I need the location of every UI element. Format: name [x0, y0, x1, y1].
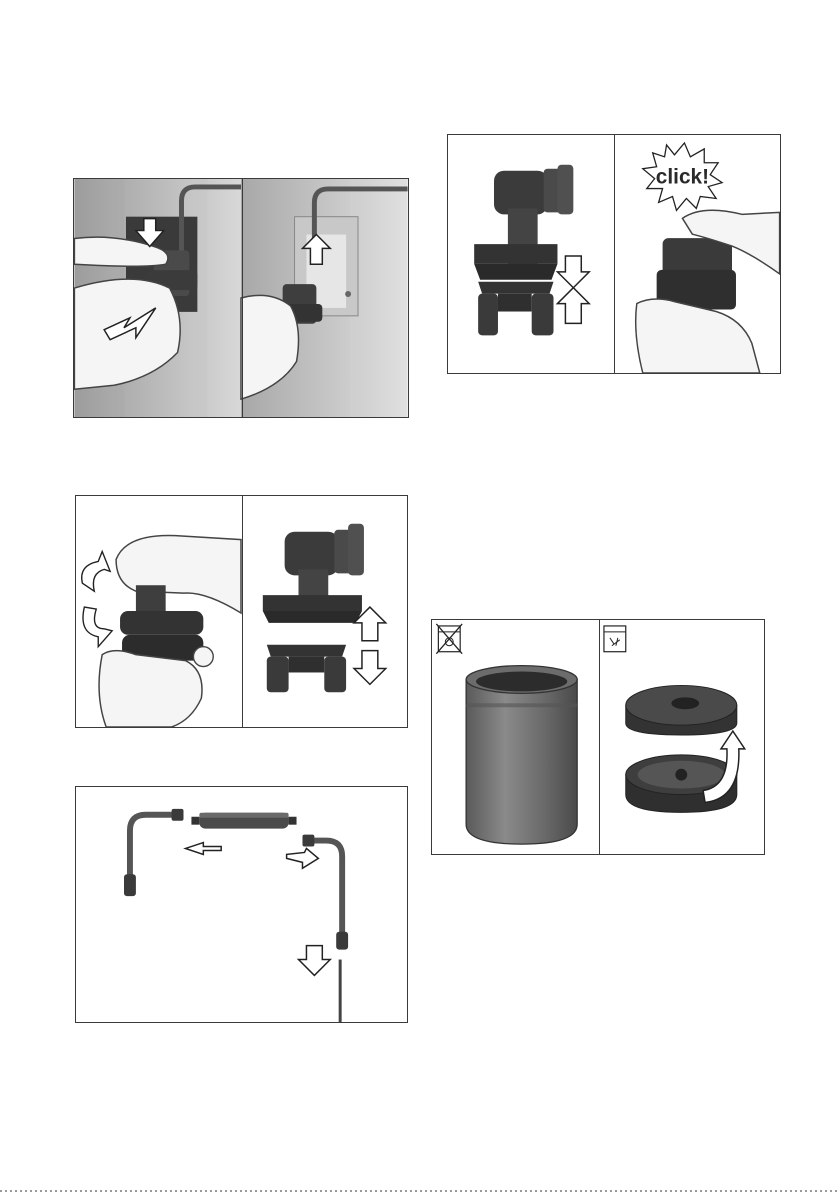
milk-container — [466, 666, 577, 844]
container-lid — [626, 685, 737, 735]
up-arrow-icon — [557, 288, 589, 324]
down-arrow-icon — [299, 946, 331, 976]
down-arrow-icon — [354, 651, 386, 685]
panel-lid-dishwasher-safe — [604, 626, 745, 812]
panel-press-and-pull — [74, 179, 241, 417]
tube-connector — [191, 813, 296, 829]
no-dishwasher-icon — [436, 624, 462, 654]
figure-separate-parts — [75, 495, 408, 728]
figure-milk-tube — [75, 786, 408, 1023]
curved-arrow-icon — [83, 607, 112, 647]
tube-left — [130, 815, 176, 880]
holder-part — [120, 585, 203, 660]
panel-parts-separated — [263, 524, 386, 693]
curved-arrow-icon — [82, 552, 110, 592]
figure-snap-together: click! — [447, 134, 781, 374]
holder-top-part — [263, 524, 364, 623]
figure-dishwasher — [431, 619, 765, 855]
hand-top — [116, 536, 241, 613]
down-arrow-icon — [557, 256, 589, 288]
holder-bottom-part — [478, 282, 553, 336]
figure-remove-holder-illustration — [74, 179, 408, 417]
right-arrow-icon — [287, 848, 319, 868]
holder-bottom-part — [267, 645, 346, 693]
holder-top-part — [474, 165, 573, 280]
panel-click: click! — [636, 143, 780, 373]
hand-bottom — [99, 651, 202, 727]
panel-container-not-dishwasher — [436, 624, 577, 844]
figure-remove-holder — [73, 178, 409, 418]
click-callout: click! — [656, 166, 709, 189]
dishwasher-safe-icon — [604, 626, 626, 652]
figure-dishwasher-illustration — [432, 620, 764, 854]
panel-twist-apart — [82, 536, 241, 727]
hand-bottom — [636, 299, 760, 373]
left-arrow-icon — [185, 843, 221, 855]
panel-lift-out — [241, 179, 408, 417]
panel-parts-align — [474, 165, 589, 336]
figure-milk-tube-illustration — [76, 787, 407, 1022]
